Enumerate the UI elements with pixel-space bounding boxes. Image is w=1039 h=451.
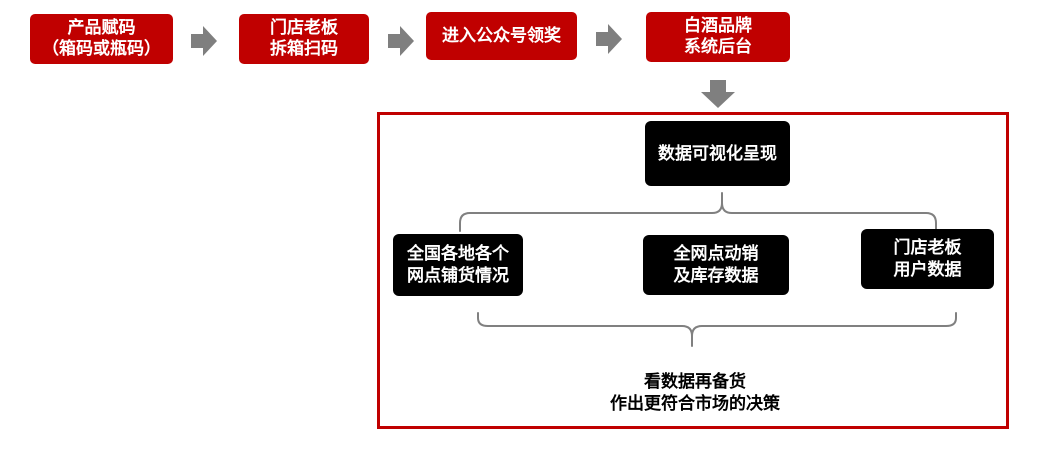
arrow-right-icon: [388, 26, 414, 56]
conclusion-text: 看数据再备货 作出更符合市场的决策: [560, 371, 830, 415]
flow-step-product-coding: 产品赋码 （箱码或瓶码）: [30, 14, 173, 64]
data-visualization-node: 数据可视化呈现: [645, 121, 790, 186]
node-label-line2: 及库存数据: [673, 266, 759, 286]
arrow-down-icon: [701, 80, 735, 108]
node-label: 数据可视化呈现: [658, 143, 777, 164]
flow-step-label-line1: 白酒品牌: [684, 16, 752, 36]
node-regional-distribution: 全国各地各个 网点铺货情况: [393, 234, 523, 296]
flow-step-label-line1: 门店老板: [270, 18, 338, 38]
flow-step-label-line2: 系统后台: [684, 37, 752, 57]
node-label-line2: 网点铺货情况: [407, 266, 509, 286]
arrow-right-icon: [191, 26, 217, 56]
node-store-owner-data: 门店老板 用户数据: [861, 229, 994, 289]
conclusion-line1: 看数据再备货: [644, 372, 746, 392]
flow-step-label-line1: 进入公众号领奖: [442, 25, 561, 46]
flow-step-label-line2: 拆箱扫码: [270, 39, 338, 59]
arrow-right-icon: [596, 24, 622, 54]
node-label-line1: 全国各地各个: [407, 244, 509, 264]
node-label-line2: 用户数据: [893, 260, 962, 280]
flow-step-brand-backend: 白酒品牌 系统后台: [646, 12, 790, 62]
flow-step-label-line1: 产品赋码: [67, 18, 136, 38]
flow-step-label-line2: （箱码或瓶码）: [42, 39, 161, 59]
node-sales-inventory: 全网点动销 及库存数据: [643, 235, 789, 295]
conclusion-line2: 作出更符合市场的决策: [610, 394, 780, 414]
node-label-line1: 全网点动销: [673, 244, 759, 264]
node-label-line1: 门店老板: [893, 238, 962, 258]
flow-step-store-owner-scan: 门店老板 拆箱扫码: [239, 14, 369, 64]
flow-step-official-account-reward: 进入公众号领奖: [426, 12, 577, 60]
backend-panel-frame: [377, 112, 1009, 429]
